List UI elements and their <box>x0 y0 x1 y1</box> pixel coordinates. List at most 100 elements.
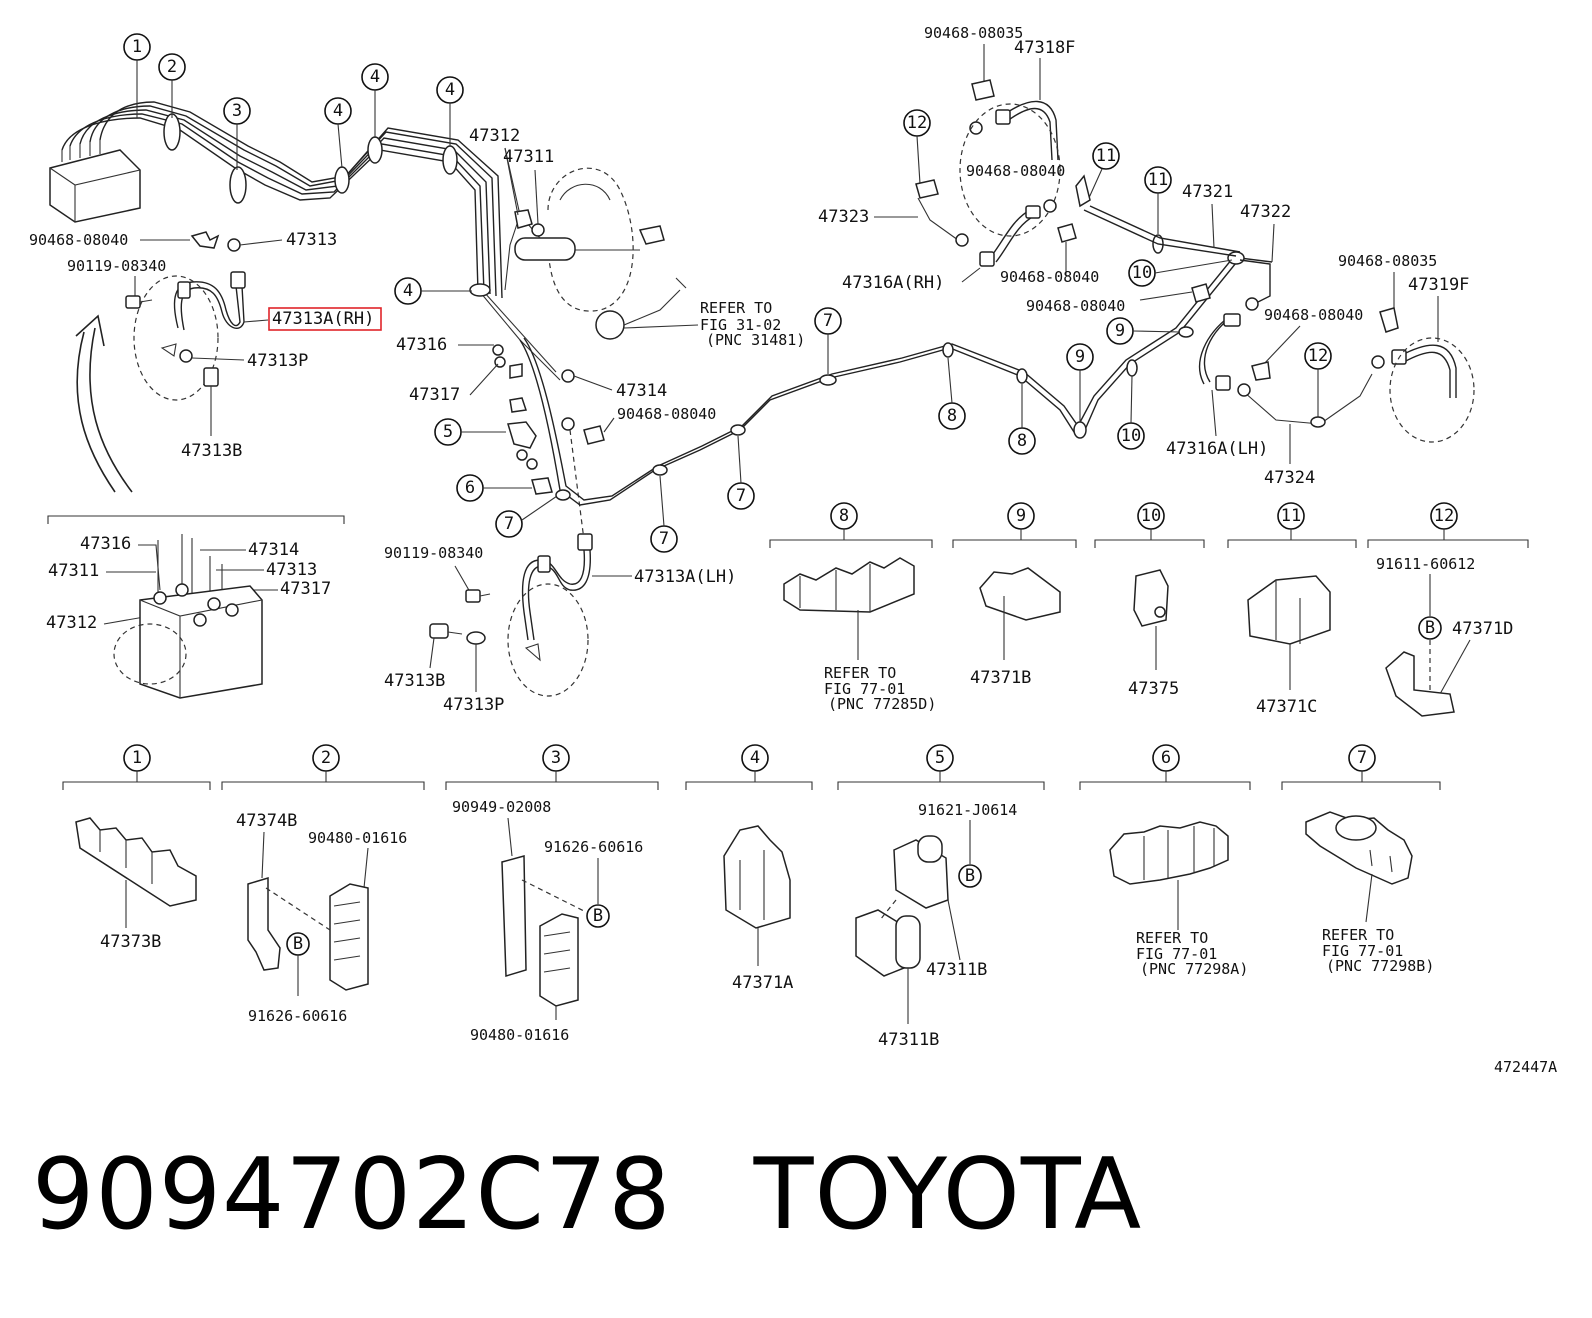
label-refer-77298b-a: REFER TO <box>1322 926 1394 944</box>
label-d-47312: 47312 <box>46 613 97 633</box>
callout-2-head-label: 2 <box>321 748 331 768</box>
label-47321: 47321 <box>1182 182 1233 202</box>
label-91626-60616-b: 91626-60616 <box>544 838 643 856</box>
callout-4d-label: 4 <box>403 281 413 301</box>
callout-5-head-label: 5 <box>935 748 945 768</box>
label-refer-31-a: REFER TO <box>700 299 772 317</box>
label-47323: 47323 <box>818 207 869 227</box>
rh-hose-cluster: 90468-08040 47313 90119-08340 47313A(RH)… <box>29 230 382 493</box>
label-90480-01616-b: 90480-01616 <box>470 1026 569 1044</box>
label-47371b: 47371B <box>970 668 1031 688</box>
callout-2-label: 2 <box>167 57 177 77</box>
label-47312: 47312 <box>469 126 520 146</box>
label-47324: 47324 <box>1264 468 1315 488</box>
label-47373b: 47373B <box>100 932 161 952</box>
label-47316: 47316 <box>396 335 447 355</box>
label-d-47311: 47311 <box>48 561 99 581</box>
callout-9b-label: 9 <box>1115 321 1125 341</box>
label-91626-60616-a: 91626-60616 <box>248 1007 347 1025</box>
part-number: 9094702C78 <box>32 1138 672 1252</box>
rear-right-cluster: 90468-08035 47318F 90468-08040 47323 473… <box>818 24 1291 315</box>
callout-7a <box>495 510 523 538</box>
label-90468-08035-b: 90468-08035 <box>1338 252 1437 270</box>
label-47314: 47314 <box>616 381 667 401</box>
callout-b-12 <box>1418 616 1442 640</box>
callout-6-label: 6 <box>465 478 475 498</box>
callout-3-head-label: 3 <box>551 748 561 768</box>
callout-12b-label: 12 <box>1308 346 1328 366</box>
callout-11a-label: 11 <box>1148 170 1168 190</box>
label-47317: 47317 <box>409 385 460 405</box>
callout-b-12-label: B <box>1425 618 1435 638</box>
label-47316a-lh: 47316A(LH) <box>1166 439 1268 459</box>
callout-12-head-label: 12 <box>1434 506 1454 526</box>
label-90949-02008: 90949-02008 <box>452 798 551 816</box>
label-47318f: 47318F <box>1014 38 1075 58</box>
callout-7c-label: 7 <box>736 486 746 506</box>
callout-7d-label: 7 <box>659 529 669 549</box>
callout-b-3-label: B <box>593 906 603 926</box>
label-47311b-a: 47311B <box>926 960 987 980</box>
label-91611-60612: 91611-60612 <box>1376 555 1475 573</box>
label-d-47314: 47314 <box>248 540 299 560</box>
label-47322: 47322 <box>1240 202 1291 222</box>
label-90119-08340-low: 90119-08340 <box>384 544 483 562</box>
label-d-47317: 47317 <box>280 579 331 599</box>
label-90468-08040-b: 90468-08040 <box>617 405 716 423</box>
label-d-47313: 47313 <box>266 560 317 580</box>
callout-7a-label: 7 <box>504 514 514 534</box>
label-refer-31-b: FIG 31-02 <box>700 316 781 334</box>
label-refer-77285-c: (PNC 77285D) <box>828 695 936 713</box>
label-47319f: 47319F <box>1408 275 1469 295</box>
callout-5-label: 5 <box>443 422 453 442</box>
callout-8a-label: 8 <box>947 406 957 426</box>
callout-10-head-label: 10 <box>1141 506 1161 526</box>
callout-b-5-label: B <box>965 866 975 886</box>
callout-group-top-left: 1 2 3 4 4 4 4 <box>123 33 472 305</box>
callout-7-head-label: 7 <box>1357 748 1367 768</box>
label-47313-top: 47313 <box>286 230 337 250</box>
callout-8b-label: 8 <box>1017 431 1027 451</box>
callout-11b <box>1092 142 1120 170</box>
callout-4b-label: 4 <box>370 67 380 87</box>
actuator-detail: 47316 47311 47314 47313 47317 47312 <box>46 515 345 699</box>
callout-group-middle: 5 6 7 <box>434 418 561 538</box>
callout-10b-label: 10 <box>1132 263 1152 283</box>
label-47374b: 47374B <box>236 811 297 831</box>
clip-row-bottom: 1 47373B 2 47374B 90480-01616 B 91626-60… <box>62 744 1441 1050</box>
label-47313b-top: 47313B <box>181 441 242 461</box>
callout-9-head-label: 9 <box>1016 506 1026 526</box>
label-refer-77285-a: REFER TO <box>824 664 896 682</box>
label-refer-77298a-a: REFER TO <box>1136 929 1208 947</box>
label-90119-08340-top: 90119-08340 <box>67 257 166 275</box>
main-brake-pipe <box>519 205 1321 506</box>
label-47313a-lh: 47313A(LH) <box>634 567 736 587</box>
callout-group-line: 7 7 7 8 8 9 10 9 10 11 11 12 12 <box>650 109 1332 553</box>
brand-name: TOYOTA <box>753 1138 1143 1252</box>
callout-7b-label: 7 <box>823 311 833 331</box>
callout-b-3 <box>586 904 610 928</box>
label-47311b-b: 47311B <box>878 1030 939 1050</box>
callout-3-label: 3 <box>232 101 242 121</box>
callout-11-head-label: 11 <box>1281 506 1301 526</box>
callout-6-head-label: 6 <box>1161 748 1171 768</box>
rear-left-cluster: 90468-08035 47319F 90468-08040 47316A(LH… <box>1166 252 1475 488</box>
callout-9a-label: 9 <box>1075 347 1085 367</box>
label-d-47316: 47316 <box>80 534 131 554</box>
label-47313b-low: 47313B <box>384 671 445 691</box>
label-90468-08040-e: 90468-08040 <box>1026 297 1125 315</box>
label-90480-01616-a: 90480-01616 <box>308 829 407 847</box>
callout-4c-label: 4 <box>445 80 455 100</box>
label-refer-77285-b: FIG 77-01 <box>824 680 905 698</box>
callout-b-5 <box>958 864 982 888</box>
callout-12a-label: 12 <box>907 113 927 133</box>
callout-10a-label: 10 <box>1121 426 1141 446</box>
label-90468-08035-a: 90468-08035 <box>924 24 1023 42</box>
label-90468-08040-a: 90468-08040 <box>29 231 128 249</box>
label-47313a-rh: 47313A(RH) <box>272 309 374 329</box>
label-47371a: 47371A <box>732 973 793 993</box>
callout-4-head-label: 4 <box>750 748 760 768</box>
clip-row-middle: 8 REFER TO FIG 77-01 (PNC 77285D) 9 4737… <box>769 502 1529 717</box>
part-caption: 9094702C78 TOYOTA <box>32 1138 1224 1252</box>
